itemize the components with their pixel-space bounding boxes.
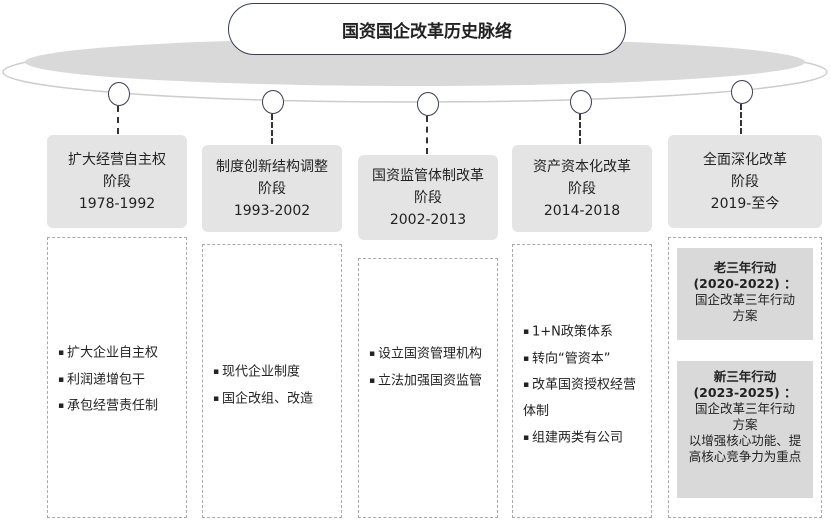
stage-detail-box: 1+N政策体系 转向“管资本” 改革国资授权经营体制 组建两类有公司 <box>512 244 652 518</box>
stage-name: 全面深化改革 <box>703 151 787 168</box>
timeline-node <box>417 92 439 116</box>
list-item: 国企改组、改造 <box>213 386 335 413</box>
connector <box>740 104 742 134</box>
stage-header: 全面深化改革 阶段 2019-至今 <box>668 135 822 228</box>
action-period: (2020-2022) ： <box>693 276 797 291</box>
stage-name: 资产资本化改革 <box>533 158 631 175</box>
stage-header: 扩大经营自主权 阶段 1978-1992 <box>47 135 187 228</box>
stage-label: 阶段 <box>731 173 759 190</box>
stage-label: 阶段 <box>103 173 131 190</box>
stage-header: 制度创新结构调整 阶段 1993-2002 <box>202 145 342 232</box>
timeline-node <box>262 90 284 114</box>
action-period: (2023-2025) ： <box>693 385 797 400</box>
stage-name: 扩大经营自主权 <box>68 151 166 168</box>
stage-years: 2002-2013 <box>389 211 467 228</box>
list-item: 立法加强国资监管 <box>369 368 491 395</box>
stage-detail-box: 扩大企业自主权 利润递增包干 承包经营责任制 <box>47 237 187 518</box>
list-item: 改革国资授权经营体制 <box>523 372 645 425</box>
action-box-old: 老三年行动 (2020-2022) ： 国企改革三年行动方案 <box>677 248 813 340</box>
list-item: 利润递增包干 <box>58 367 180 394</box>
list-item: 扩大企业自主权 <box>58 340 180 367</box>
stage-detail-box: 设立国资管理机构 立法加强国资监管 <box>358 258 498 518</box>
stage-years: 2014-2018 <box>543 202 621 219</box>
list-item: 转向“管资本” <box>523 346 645 373</box>
action-note: 以增强核心功能、提高核心竞争力为重点 <box>688 433 802 464</box>
timeline-node <box>108 82 130 106</box>
stage-years: 1978-1992 <box>78 195 156 212</box>
stage-detail-box: 现代企业制度 国企改组、改造 <box>202 244 342 518</box>
page-title: 国资国企改革历史脉络 <box>228 3 626 55</box>
list-item: 1+N政策体系 <box>523 319 645 346</box>
action-box-new: 新三年行动 (2023-2025) ： 国企改革三年行动方案 以增强核心功能、提… <box>677 361 813 498</box>
action-desc: 国企改革三年行动方案 <box>694 292 795 323</box>
stage-header: 资产资本化改革 阶段 2014-2018 <box>512 145 652 232</box>
stage-header: 国资监管体制改革 阶段 2002-2013 <box>358 155 498 240</box>
connector <box>117 106 119 134</box>
timeline-node <box>731 80 753 104</box>
action-title: 老三年行动 <box>713 260 777 275</box>
timeline-node <box>570 90 592 114</box>
action-desc: 国企改革三年行动方案 <box>694 401 795 432</box>
stage-years: 2019-至今 <box>710 195 780 212</box>
connector <box>426 116 428 154</box>
stage-name: 国资监管体制改革 <box>372 167 484 184</box>
list-item: 组建两类有公司 <box>523 425 645 452</box>
stage-label: 阶段 <box>258 180 286 197</box>
action-title: 新三年行动 <box>713 369 777 384</box>
stage-name: 制度创新结构调整 <box>216 158 328 175</box>
stage-label: 阶段 <box>414 189 442 206</box>
list-item: 设立国资管理机构 <box>369 341 491 368</box>
list-item: 承包经营责任制 <box>58 393 180 420</box>
list-item: 现代企业制度 <box>213 359 335 386</box>
stage-detail-box: 老三年行动 (2020-2022) ： 国企改革三年行动方案 新三年行动 (20… <box>668 237 822 518</box>
connector <box>579 114 581 144</box>
stage-label: 阶段 <box>568 180 596 197</box>
connector <box>271 114 273 144</box>
stage-years: 1993-2002 <box>233 202 311 219</box>
